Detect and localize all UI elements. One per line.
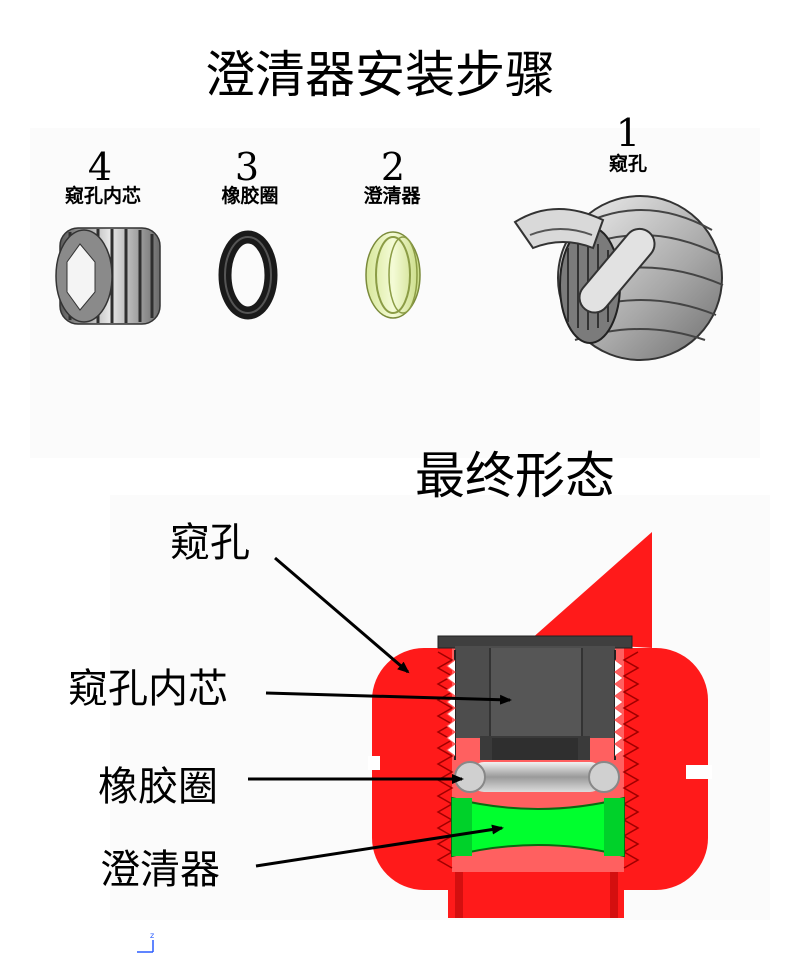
arrow-core — [265, 691, 512, 705]
callout-clarifier-label: 澄清器 — [100, 847, 220, 893]
axis-triad-icon: z — [137, 931, 154, 953]
viewport-core-3d-icon — [55, 227, 161, 325]
part-2-label: 澄清器 — [363, 184, 421, 207]
part-4-number: 4 — [88, 145, 112, 189]
arrow-clarifier — [255, 824, 504, 868]
o-ring-3d-icon — [218, 230, 278, 320]
callout-viewport-label: 窥孔 — [170, 520, 250, 566]
part-3-label: 橡胶圈 — [221, 184, 278, 207]
viewport-body-3d-icon — [513, 195, 724, 361]
top-title: 澄清器安装步骤 — [205, 46, 555, 104]
bottom-title: 最终形态 — [415, 447, 615, 505]
viewport-oring-section — [454, 761, 620, 793]
callout-core-label: 窥孔内芯 — [68, 666, 228, 712]
arrow-viewport — [274, 556, 410, 674]
viewport-clarifier-section — [451, 796, 625, 858]
axis-z-label: z — [150, 931, 154, 940]
viewport-core-section — [437, 635, 633, 760]
callout-oring-label: 橡胶圈 — [98, 764, 218, 810]
clarifier-ring-3d-icon — [365, 231, 421, 319]
part-4-label: 窥孔内芯 — [65, 184, 141, 207]
part-2-number: 2 — [381, 145, 405, 189]
part-1-label: 窥孔 — [609, 152, 647, 175]
part-1-number: 1 — [616, 111, 640, 155]
part-3-number: 3 — [235, 145, 259, 189]
